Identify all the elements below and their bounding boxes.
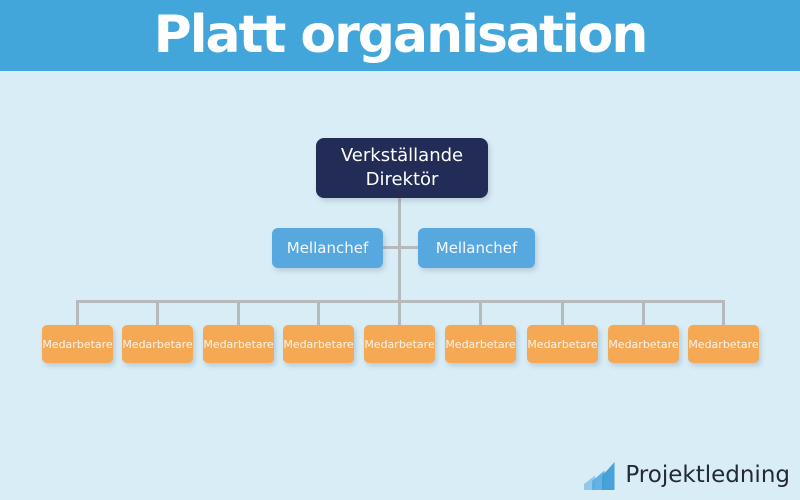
page-title: Platt organisation bbox=[153, 4, 649, 65]
node-employee-8: Medarbetare bbox=[608, 325, 679, 363]
node-employee-9: Medarbetare bbox=[688, 325, 759, 363]
connector-stub-8 bbox=[642, 300, 645, 325]
brand-logo: Projektledning bbox=[583, 454, 790, 496]
connector-stub-7 bbox=[561, 300, 564, 325]
node-employee-3: Medarbetare bbox=[203, 325, 274, 363]
node-employee-1: Medarbetare bbox=[42, 325, 113, 363]
node-employee-2: Medarbetare bbox=[122, 325, 193, 363]
connector-stub-5 bbox=[398, 300, 401, 325]
connector-managers-horizontal bbox=[378, 246, 423, 249]
node-manager-1: Mellanchef bbox=[272, 228, 383, 268]
connector-ceo-vertical bbox=[398, 197, 401, 303]
connector-stub-3 bbox=[237, 300, 240, 325]
node-employee-6: Medarbetare bbox=[445, 325, 516, 363]
node-ceo: Verkställande Direktör bbox=[316, 138, 488, 198]
node-manager-2: Mellanchef bbox=[418, 228, 535, 268]
ascending-bars-chart-icon bbox=[583, 459, 620, 492]
connector-stub-1 bbox=[76, 300, 79, 325]
brand-name: Projektledning bbox=[625, 462, 790, 488]
connector-stub-9 bbox=[722, 300, 725, 325]
connector-stub-4 bbox=[317, 300, 320, 325]
node-employee-5: Medarbetare bbox=[364, 325, 435, 363]
connector-stub-6 bbox=[479, 300, 482, 325]
connector-stub-2 bbox=[156, 300, 159, 325]
node-employee-4: Medarbetare bbox=[283, 325, 354, 363]
node-employee-7: Medarbetare bbox=[527, 325, 598, 363]
header-banner: Platt organisation bbox=[0, 0, 800, 71]
